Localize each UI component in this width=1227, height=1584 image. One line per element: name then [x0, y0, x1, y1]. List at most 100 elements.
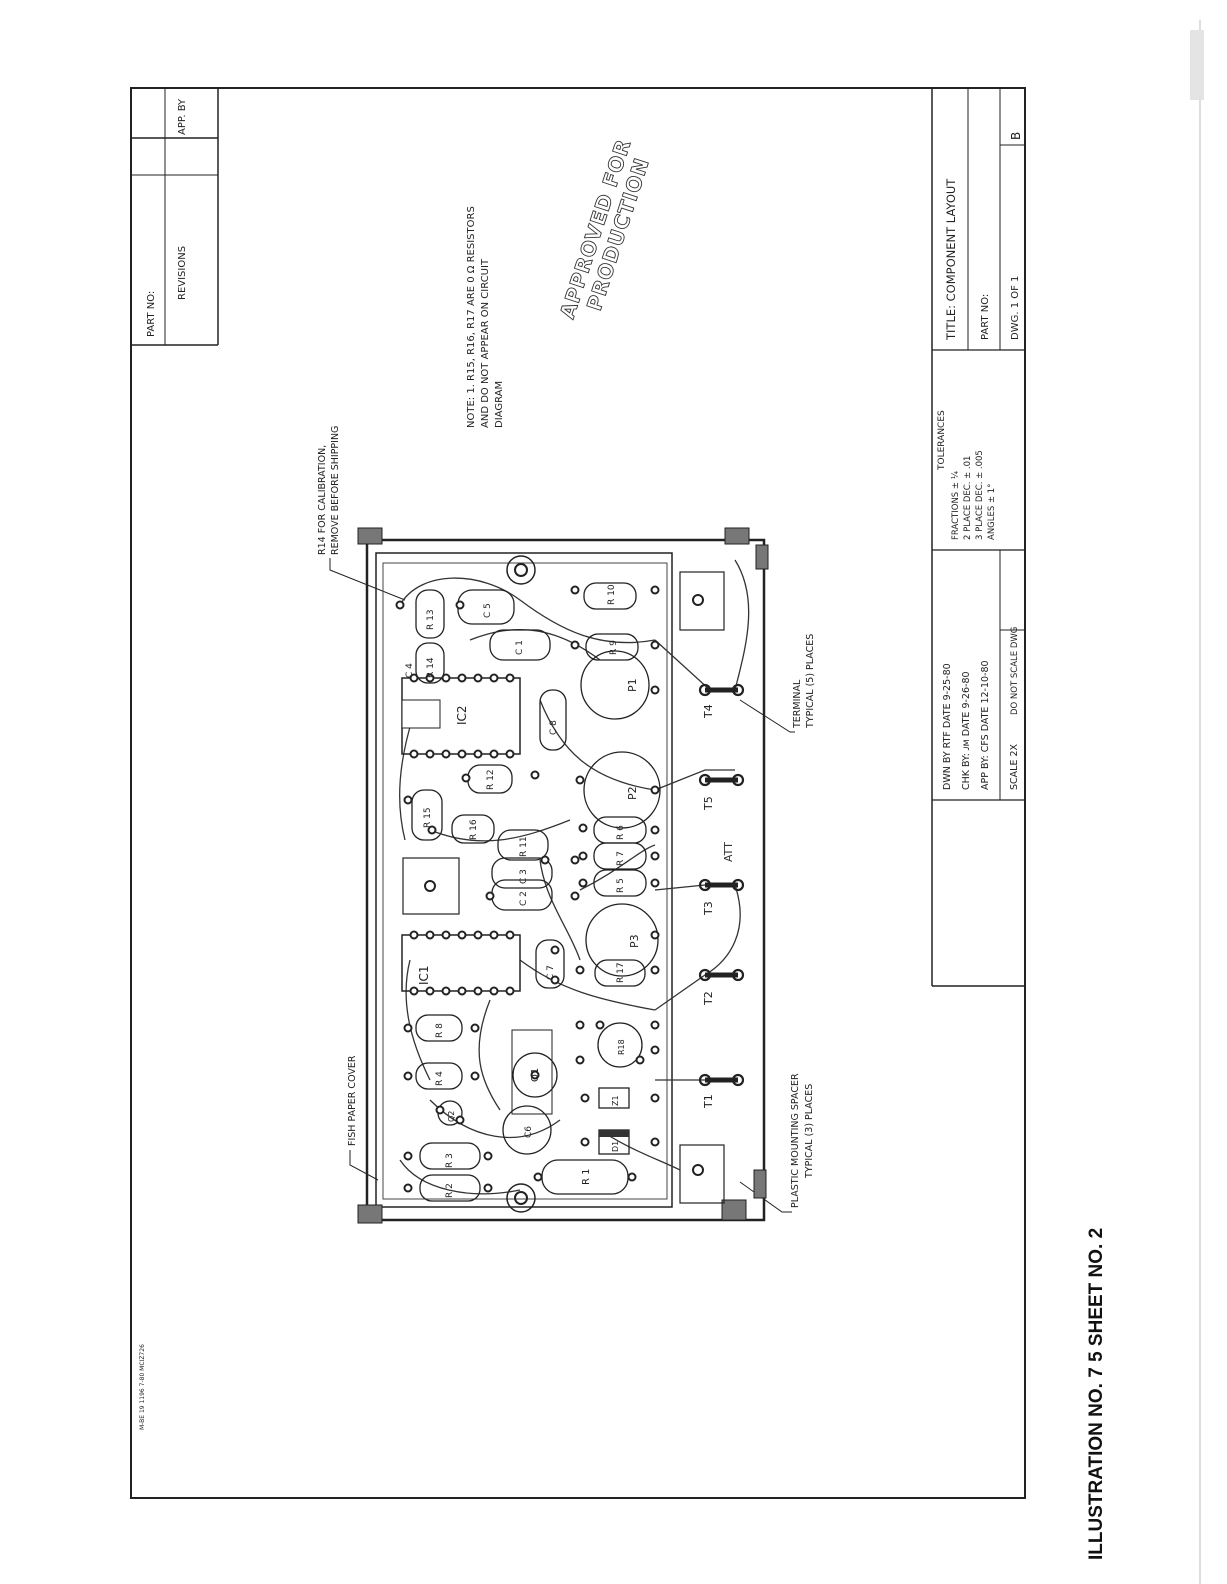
callout-fish-paper-text: FISH PAPER COVER — [347, 1055, 358, 1146]
mounting-spacer — [357, 527, 383, 545]
mounting-block — [679, 1144, 725, 1204]
illustration-caption: ILLUSTRATION NO. 7 5 SHEET NO. 2 — [1086, 1228, 1107, 1560]
mounting-hole — [692, 594, 704, 606]
callout-spacer-line-2: TYPICAL (3) PLACES — [804, 1084, 815, 1179]
capacitor-c3 — [491, 857, 553, 889]
resistor-r2 — [419, 1174, 481, 1202]
do-not-scale-note: DO NOT SCALE DWG — [1010, 627, 1020, 715]
circuit-board: R 13 R 14 C 4 C 5 C 1 R 10 R 9 IC2 C 8 P… — [357, 527, 769, 1224]
solder-pads — [395, 585, 660, 1193]
label-c5: C 5 — [483, 603, 493, 618]
terminal-straps — [705, 687, 738, 1083]
label-r2: R 2 — [445, 1183, 455, 1198]
title-block: TITLE: COMPONENT LAYOUT PART NO: DWG. 1 … — [931, 88, 1025, 987]
label-t3: T3 — [702, 901, 715, 916]
label-r14: R 14 — [426, 657, 436, 678]
label-r5: R 5 — [616, 878, 626, 893]
callout-fish-paper-leader — [349, 1150, 379, 1181]
pot-p1 — [580, 650, 650, 720]
drawn-by: DWN BY RTF DATE 9-25-80 — [942, 663, 953, 790]
resistor-r10 — [583, 582, 637, 610]
mounting-spacer — [755, 544, 769, 570]
label-c1: C 1 — [515, 640, 525, 655]
resistor-r7 — [593, 842, 647, 870]
callout-fish-paper: FISH PAPER COVER — [347, 1055, 379, 1181]
notes-block: NOTE: 1. R15, R16, R17 ARE 0 Ω RESISTORS… — [466, 206, 505, 428]
mounting-spacer — [724, 527, 750, 545]
label-r15: R 15 — [423, 807, 433, 828]
drawing-scale: SCALE 2X — [1009, 743, 1020, 790]
scan-smudge — [1190, 30, 1204, 100]
capacitor-c6 — [502, 1105, 552, 1155]
mounting-block — [679, 571, 725, 631]
label-ic2: IC2 — [455, 705, 469, 725]
capacitor-c7 — [535, 939, 565, 989]
component-r18 — [597, 1022, 643, 1068]
mounting-hole — [424, 880, 436, 892]
pot-p2 — [583, 751, 661, 829]
approval-stamp: APPROVED FOR PRODUCTION — [554, 135, 654, 322]
resistor-r17 — [594, 959, 646, 987]
label-c3: C 3 — [519, 869, 529, 884]
form-code: M-BE 19 1196 7-80 MCIZ726 — [139, 1344, 146, 1430]
label-d1: D1 — [611, 1141, 620, 1152]
revisions-header: REVISIONS — [177, 246, 188, 300]
revision-block: PART NO: REVISIONS APP. BY — [131, 88, 219, 346]
label-t2: T2 — [702, 991, 715, 1006]
label-r1: R 1 — [581, 1169, 592, 1186]
resistor-r15 — [411, 789, 443, 841]
label-t5: T5 — [702, 796, 715, 811]
label-r17: R 17 — [616, 962, 626, 983]
label-c7: C 7 — [546, 965, 556, 980]
label-q2: Q2 — [447, 1111, 456, 1122]
note-line-3: DIAGRAM — [494, 381, 505, 428]
drawing-border — [130, 87, 1026, 1499]
mounting-spacer — [721, 1199, 747, 1221]
callout-terminal-line-1: TERMINAL — [792, 679, 803, 729]
label-r11: R 11 — [519, 836, 529, 857]
ic-pins — [409, 673, 515, 996]
label-z1: Z1 — [611, 1095, 620, 1106]
dwg-sheet-count: DWG. 1 OF 1 — [1010, 276, 1021, 340]
callout-terminal: TERMINAL TYPICAL (5) PLACES — [739, 634, 816, 733]
label-r3: R 3 — [445, 1153, 455, 1168]
resistor-r8 — [415, 1014, 463, 1042]
resistor-r13 — [415, 589, 445, 639]
checked-by: CHK BY: ᴊᴍ DATE 9-26-80 — [961, 671, 972, 790]
pad-square — [402, 857, 460, 915]
label-r9: R 9 — [609, 640, 619, 655]
label-r18: R18 — [617, 1039, 626, 1055]
board-designators: R 13 R 14 C 4 C 5 C 1 R 10 R 9 IC2 C 8 P… — [405, 584, 715, 1198]
callout-terminal-leader — [739, 699, 795, 733]
copper-area — [382, 562, 668, 1200]
callout-r14-line-2: REMOVE BEFORE SHIPPING — [330, 426, 341, 555]
tolerance-fractions: FRACTIONS ± ¼ — [951, 471, 961, 540]
resistor-r14 — [415, 642, 445, 684]
capacitor-c1 — [489, 629, 551, 661]
capacitor-c8 — [539, 689, 567, 751]
handwritten-mark: ATT — [722, 842, 735, 862]
callout-r14: R14 FOR CALIBRATION, REMOVE BEFORE SHIPP… — [317, 426, 406, 601]
approved-by: APP BY: CFS DATE 12-10-80 — [980, 660, 991, 790]
mounting-hole — [692, 1164, 704, 1176]
mounting-spacer — [357, 1204, 383, 1224]
label-r16: R 16 — [469, 819, 479, 840]
fish-paper-cover — [375, 552, 673, 1208]
label-t4: T4 — [702, 704, 715, 719]
drawing-size: B — [1009, 132, 1023, 140]
label-p2: P2 — [626, 786, 639, 800]
label-t1: T1 — [702, 1094, 715, 1109]
resistor-r5 — [593, 869, 647, 897]
resistor-r16 — [451, 814, 495, 844]
tolerances-header: TOLERANCES — [937, 410, 947, 471]
label-r13: R 13 — [426, 609, 436, 630]
q1-heatsink — [511, 1029, 553, 1115]
resistor-r11 — [497, 829, 549, 861]
standoff — [506, 1183, 536, 1213]
label-ic1: IC1 — [417, 965, 431, 985]
tolerance-three-place: 3 PLACE DEC. ± .005 — [975, 450, 985, 540]
board-traces — [399, 559, 750, 1195]
note-line-2: AND DO NOT APPEAR ON CIRCUIT — [480, 258, 491, 428]
standoff — [506, 555, 536, 585]
